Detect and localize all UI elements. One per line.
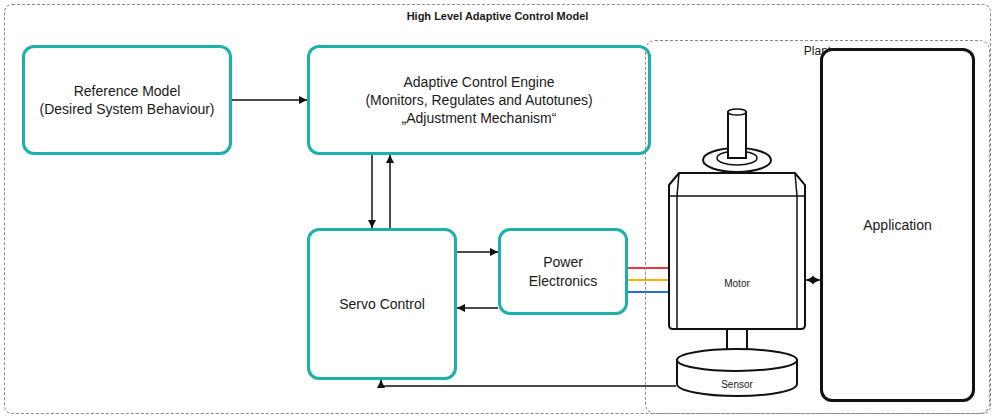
box-label: (Desired System Behaviour) [39,100,214,118]
process-box: Reference Model(Desired System Behaviour… [22,45,232,155]
process-box: Adaptive Control Engine(Monitors, Regula… [307,45,651,155]
box-label: (Monitors, Regulates and Autotunes) [365,91,592,109]
box-label: Reference Model [74,82,181,100]
box-label: Power Electronics [515,253,611,289]
motor-body: Motor [668,172,806,330]
power-wire [628,291,668,293]
motor-shaft-top [728,109,746,115]
sensor-outline [676,348,798,398]
application-box: Application [820,48,975,402]
sensor-disc: Sensor [676,348,798,398]
signal-arrow [457,307,498,309]
box-label: „Adjustment Mechanism“ [402,109,557,127]
diagram-title: High Level Adaptive Control Model [5,9,990,23]
model-frame: High Level Adaptive Control ModelReferen… [4,4,991,414]
motor-shaft [728,112,746,158]
box-label: Sensor [721,378,753,391]
signal-arrow [371,155,373,228]
box-label: Adaptive Control Engine [404,73,555,91]
box-label: Motor [724,277,750,290]
signal-arrow [806,279,820,281]
power-wire [628,267,668,269]
box-label: Application [863,216,932,234]
motor-outline [668,172,806,330]
process-box: Servo Control [307,228,457,380]
signal-arrow [457,251,498,253]
plant-frame: PlantMotorApplicationSensor [645,40,990,414]
box-label: Servo Control [339,295,425,313]
process-box: Power Electronics [498,228,628,315]
signal-arrow [389,155,391,228]
signal-arrow [232,99,307,101]
signal-arrow [381,380,676,386]
power-wire [628,279,668,281]
